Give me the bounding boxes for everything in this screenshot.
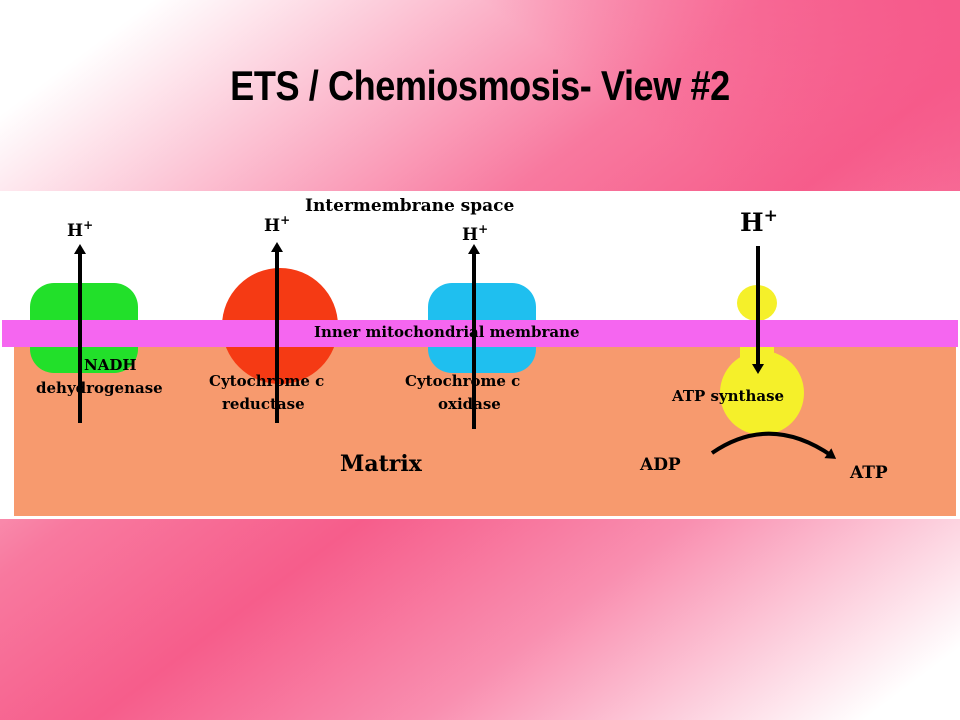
inner-membrane-label: Inner mitochondrial membrane [314, 323, 580, 341]
ets-diagram-canvas: H+ H+ H+ H+ Intermembrane space Inner mi… [0, 191, 960, 519]
atp-label: ATP [849, 463, 888, 483]
nadh-label-line1: NADH [84, 356, 137, 374]
slide-title: ETS / Chemiosmosis- View #2 [230, 62, 730, 109]
inner-membrane [2, 320, 958, 347]
proton-label-oxidase: H+ [462, 222, 488, 245]
oxidase-label-line2: oxidase [438, 395, 501, 413]
reductase-label-line1: Cytochrome c [209, 372, 324, 390]
proton-label-nadh: H+ [67, 218, 93, 241]
intermembrane-space-label: Intermembrane space [305, 196, 515, 216]
proton-label-synthase: H+ [740, 206, 778, 237]
atp-synthase-label: ATP synthase [671, 387, 784, 405]
adp-to-atp-arrow [710, 431, 837, 459]
matrix-label: Matrix [340, 451, 423, 477]
reductase-label-line2: reductase [222, 395, 305, 413]
oxidase-label-line1: Cytochrome c [405, 372, 520, 390]
atp-synthase-head [720, 351, 804, 435]
adp-label: ADP [639, 455, 681, 475]
nadh-label-line2: dehydrogenase [36, 379, 163, 397]
proton-label-reductase: H+ [264, 213, 290, 236]
ets-diagram: H+ H+ H+ H+ Intermembrane space Inner mi… [0, 191, 960, 519]
